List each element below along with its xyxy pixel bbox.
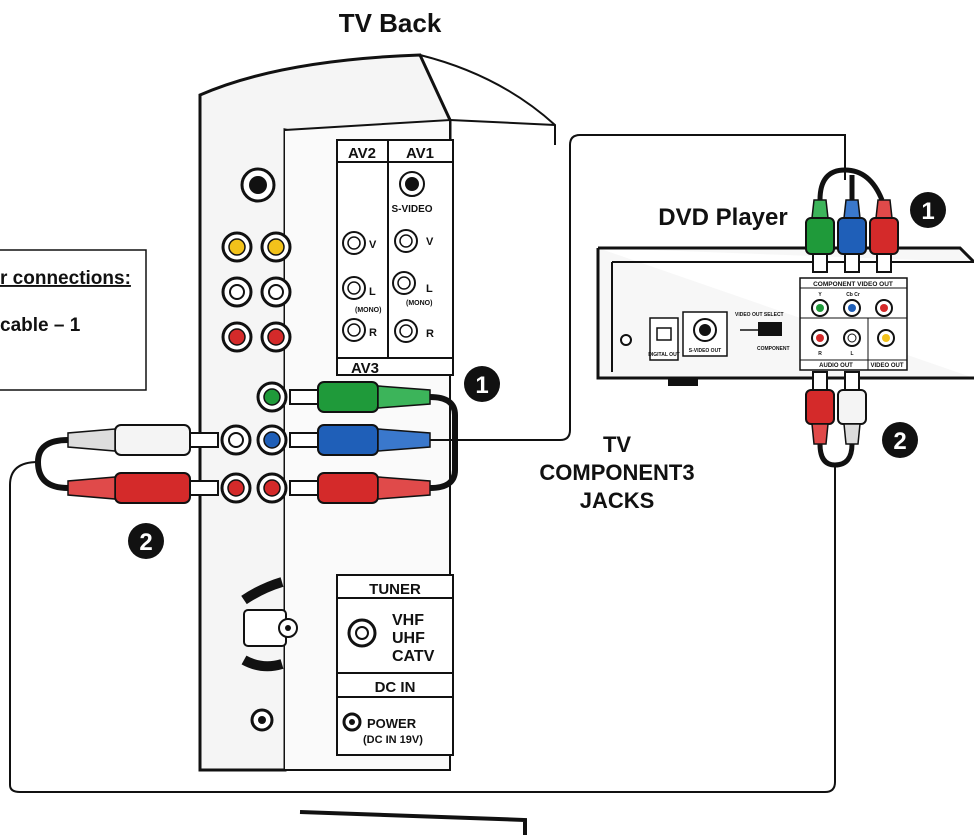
tv-left-jacks bbox=[221, 167, 292, 353]
av2-r-label: R bbox=[369, 327, 377, 339]
dvd-svideo-out-label: S-VIDEO OUT bbox=[689, 348, 722, 354]
white-plug-tv bbox=[67, 424, 219, 456]
dcin-label: DC IN bbox=[375, 679, 416, 696]
av2-label: AV2 bbox=[348, 145, 376, 162]
caption-line3: JACKS bbox=[580, 488, 655, 513]
marker-one-tv: 1 bbox=[464, 366, 500, 402]
av2-jacks bbox=[342, 231, 366, 342]
dvd-component-label: COMPONENT bbox=[757, 346, 790, 352]
power-label: POWER bbox=[367, 716, 417, 731]
tv-component3-caption: TV COMPONENT3 JACKS bbox=[539, 432, 694, 513]
av3-component-jacks bbox=[220, 381, 288, 504]
marker-two-dvd: 2 bbox=[882, 422, 918, 458]
marker-one-tv-text: 1 bbox=[475, 372, 488, 399]
av2-v-label: V bbox=[369, 239, 377, 251]
av2-mono-label: (MONO) bbox=[355, 307, 381, 314]
dvd-l-label: L bbox=[850, 351, 853, 357]
svideo-label: S-VIDEO bbox=[391, 204, 432, 215]
catv-label: CATV bbox=[392, 648, 435, 665]
marker-one-dvd-text: 1 bbox=[921, 198, 934, 225]
power-sub-label: (DC IN 19V) bbox=[363, 734, 423, 746]
blue-plug-dvd bbox=[837, 199, 867, 273]
av1-v-label: V bbox=[426, 236, 434, 248]
red-plug-tv bbox=[289, 472, 431, 504]
av1-label: AV1 bbox=[406, 145, 434, 162]
blue-plug-tv bbox=[289, 424, 431, 456]
side-note-line1: r connections: bbox=[0, 268, 131, 289]
tv-red-jacks-top bbox=[221, 321, 292, 353]
red-audio-plug-tv bbox=[67, 472, 219, 504]
tv-antenna-area bbox=[241, 577, 298, 732]
tv-jack-panel: AV2 AV1 AV3 S-VIDEO V V L L (MONO) (MONO… bbox=[336, 139, 454, 377]
av1-l-label: L bbox=[426, 283, 433, 295]
av1-mono-label: (MONO) bbox=[406, 300, 432, 307]
dvd-label: DVD Player bbox=[658, 204, 787, 231]
diagram-title: TV Back bbox=[339, 8, 442, 38]
av3-label: AV3 bbox=[351, 360, 379, 377]
dvd-y-label: Y bbox=[818, 292, 822, 298]
tv-yellow-jacks bbox=[221, 231, 292, 263]
white-audio-plug-dvd bbox=[837, 371, 867, 445]
av2-l-label: L bbox=[369, 286, 376, 298]
dvd-component-plugs bbox=[805, 167, 899, 273]
marker-two-dvd-text: 2 bbox=[893, 428, 906, 455]
caption-line2: COMPONENT3 bbox=[539, 460, 694, 485]
caption-line1: TV bbox=[603, 432, 631, 457]
tuner-label: TUNER bbox=[369, 581, 421, 598]
dvd-cb-cr-label: Cb Cr bbox=[846, 292, 860, 298]
tv-lower-panel: TUNER VHF UHF CATV DC IN POWER (DC IN 19… bbox=[336, 574, 454, 756]
dvd-digital-out-label: DIGITAL OUT bbox=[648, 352, 679, 358]
av1-r-label: R bbox=[426, 328, 434, 340]
green-plug-tv bbox=[289, 381, 431, 413]
dvd-video-out-select-label: VIDEO OUT SELECT bbox=[735, 312, 784, 318]
dvd-video-out-switch bbox=[758, 322, 782, 336]
uhf-label: UHF bbox=[392, 630, 425, 647]
tv-white-jacks bbox=[221, 276, 292, 308]
red-audio-plug-dvd bbox=[805, 371, 835, 445]
dvd-player-body: DIGITAL OUT S-VIDEO OUT VIDEO OUT SELECT… bbox=[596, 246, 974, 386]
marker-two-tv: 2 bbox=[128, 523, 164, 559]
dvd-audio-plugs bbox=[805, 371, 867, 468]
tv-audio-plugs bbox=[9, 424, 836, 793]
av1-jacks bbox=[392, 229, 418, 343]
dvd-video-out-label: VIDEO OUT bbox=[870, 363, 903, 369]
dvd-component-video-out-label: COMPONENT VIDEO OUT bbox=[813, 281, 893, 288]
red-plug-dvd bbox=[869, 199, 899, 273]
tv-component-plugs bbox=[289, 134, 846, 504]
green-plug-dvd bbox=[805, 199, 835, 273]
vhf-label: VHF bbox=[392, 612, 424, 629]
marker-one-dvd: 1 bbox=[910, 192, 946, 228]
side-note-box: r connections: cable – 1 bbox=[0, 249, 147, 391]
marker-two-tv-text: 2 bbox=[139, 529, 152, 556]
dvd-r-label: R bbox=[818, 351, 822, 357]
dvd-audio-out-label: AUDIO OUT bbox=[819, 363, 853, 369]
side-note-line2: cable – 1 bbox=[0, 315, 81, 336]
